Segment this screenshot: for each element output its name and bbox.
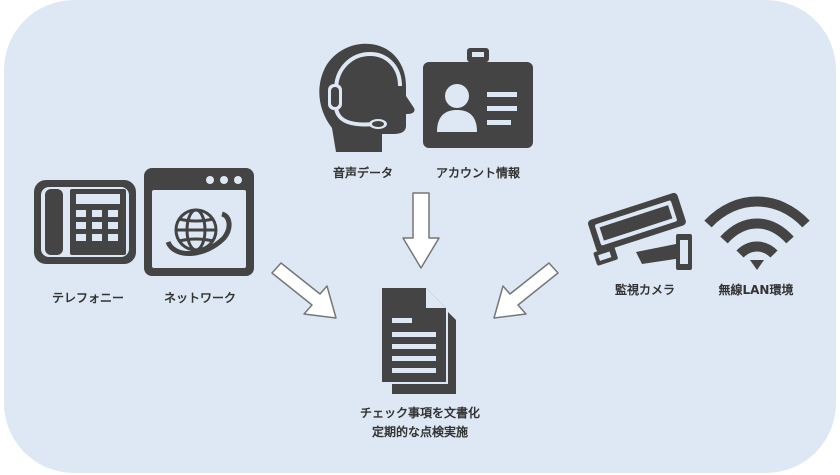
browser-globe-icon [144,168,254,276]
office-phone-icon [34,180,136,264]
wifi-icon [704,196,810,270]
surveillance-camera-label: 監視カメラ [614,283,675,297]
telephony-label: テレフォニー [51,291,124,305]
arrow-down-left [493,262,559,319]
security-camera-icon [588,192,692,270]
headset-person-icon [319,43,415,152]
voice-data-label: 音声データ [332,166,393,180]
id-badge-icon [423,48,533,148]
network-label: ネットワーク [163,291,236,305]
arrow-down [402,192,440,269]
arrow-down-right [271,262,337,319]
center-caption-line2: 定期的な点検実施 [371,425,468,439]
account-info-label: アカウント情報 [435,166,520,180]
wireless-lan-label: 無線LAN環境 [718,283,794,297]
center-caption-line1: チェック事項を文書化 [359,406,480,420]
documents-icon [380,286,456,394]
